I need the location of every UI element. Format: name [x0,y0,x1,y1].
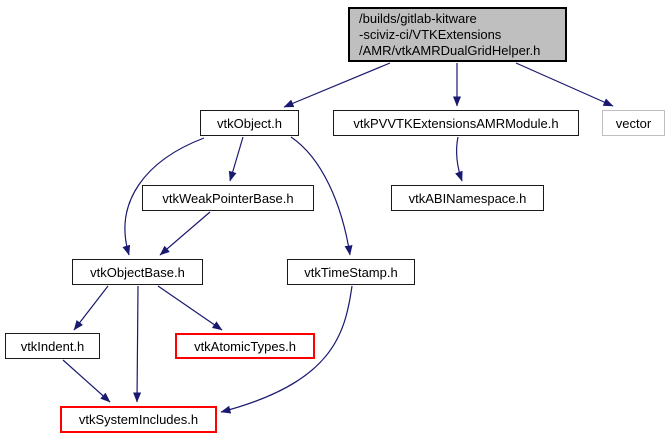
edge-vtkobjectbase-vtkindent [73,285,109,331]
edge-root-vector [515,62,614,107]
node-vector: vector [602,110,665,136]
node-current-file: /builds/gitlab-kitware -sciviz-ci/VTKExt… [348,7,567,62]
node-vtkindent[interactable]: vtkIndent.h [5,333,100,359]
edge-root-vtkobject [283,62,391,108]
node-vtkobject[interactable]: vtkObject.h [200,110,299,136]
node-vtkpvvtkextensionsamrmodule[interactable]: vtkPVVTKExtensionsAMRModule.h [333,110,579,136]
node-vtkweakpointerbase[interactable]: vtkWeakPointerBase.h [142,185,314,211]
edge-vtkweakpointerbase-vtkobjectbase [159,211,211,256]
edge-vtkobjectbase-vtksystemincludes [133,285,142,403]
edge-vtkobjectbase-vtkatomictypes [157,285,223,331]
edge-vtkindent-vtksystemincludes [62,359,111,403]
node-vtkabinamespace[interactable]: vtkABINamespace.h [391,185,544,211]
edge-vtkpvvtkextensionsamrmodule-vtkabinamespace [455,136,463,182]
node-vtktimestamp[interactable]: vtkTimeStamp.h [287,259,415,285]
node-vtkobjectbase[interactable]: vtkObjectBase.h [72,259,203,285]
edge-vtkobject-vtkweakpointerbase [228,136,244,182]
node-vtksystemincludes[interactable]: vtkSystemIncludes.h [60,406,217,433]
node-vtkatomictypes[interactable]: vtkAtomicTypes.h [175,333,315,359]
